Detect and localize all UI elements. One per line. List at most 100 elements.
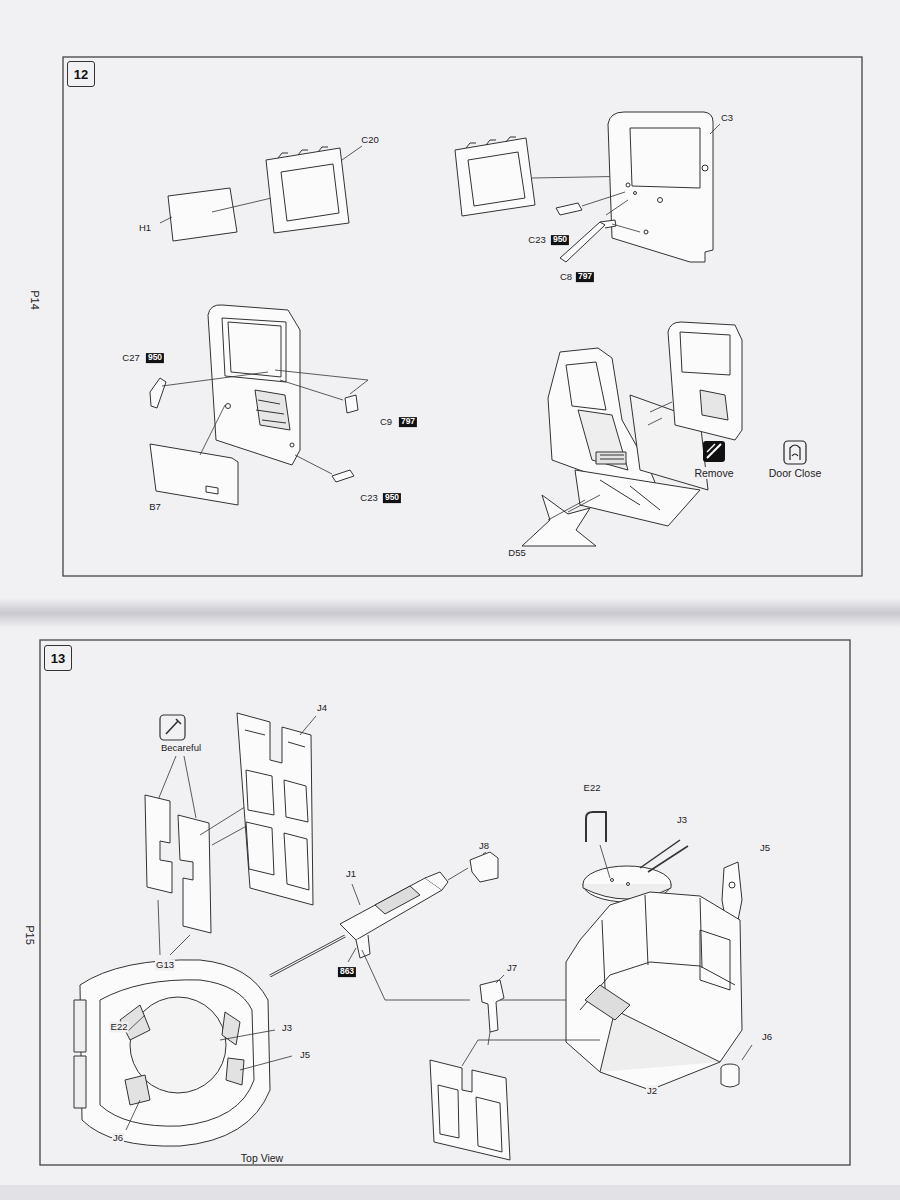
part-label: J3 <box>281 1023 293 1034</box>
part-outline <box>703 441 725 462</box>
part-outline <box>496 975 504 983</box>
part-outline <box>548 500 585 520</box>
part-outline <box>600 480 660 510</box>
part-outline <box>226 404 231 409</box>
part-outline <box>74 1000 86 1052</box>
part-outline <box>630 128 700 188</box>
part-outline <box>158 900 160 955</box>
part-outline <box>245 730 305 747</box>
part-outline <box>710 124 720 134</box>
part-outline <box>280 380 343 400</box>
part-outline <box>644 230 648 234</box>
part-outline <box>729 882 735 888</box>
part-outline <box>332 470 354 482</box>
part-outline <box>200 405 225 455</box>
part-outline <box>483 852 486 854</box>
part-outline <box>578 410 628 470</box>
part-outline <box>160 715 185 740</box>
part-outline <box>178 815 211 933</box>
part-outline <box>602 895 702 1010</box>
part-outline <box>281 164 339 221</box>
part-outline <box>350 380 368 394</box>
part-outline <box>478 1040 600 1041</box>
page-fold <box>0 598 900 628</box>
part-outline <box>582 192 625 206</box>
part-label: D55 <box>507 548 526 559</box>
part-outline <box>120 1005 244 1105</box>
part-outline <box>585 985 630 1020</box>
paint-code: 950 <box>551 235 569 245</box>
step-12-art <box>150 112 742 546</box>
part-outline <box>275 370 368 380</box>
part-outline <box>784 441 806 464</box>
part-label: E22 <box>110 1022 129 1033</box>
remove-icon <box>703 441 725 462</box>
part-outline <box>480 980 504 1032</box>
part-outline <box>150 444 238 505</box>
step-number: 13 <box>51 651 65 666</box>
door-close-icon <box>784 441 806 464</box>
part-outline <box>707 444 721 458</box>
part-label: J5 <box>299 1050 311 1061</box>
part-outline <box>640 840 688 872</box>
part-outline <box>237 713 313 905</box>
part-outline <box>586 812 606 842</box>
part-label: J3 <box>676 815 688 826</box>
part-outline <box>634 192 637 195</box>
part-outline <box>425 872 448 890</box>
step-frame <box>40 640 850 1165</box>
part-outline <box>240 1056 292 1070</box>
page-number: P14 <box>29 289 42 311</box>
part-outline <box>600 455 624 459</box>
paint-code: 797 <box>399 417 417 427</box>
part-outline <box>600 1010 720 1072</box>
paint-code: 863 <box>338 967 356 977</box>
part-label: J6 <box>112 1133 124 1144</box>
part-label: C23 <box>359 493 378 504</box>
page-sheet <box>0 628 900 1200</box>
part-outline <box>166 719 181 734</box>
part-label: C3 <box>720 113 734 124</box>
part-label: J7 <box>506 963 518 974</box>
part-outline <box>352 884 360 905</box>
part-outline <box>650 402 672 412</box>
part-outline <box>150 378 166 408</box>
part-outline <box>680 332 730 375</box>
part-outline <box>468 152 525 206</box>
part-outline <box>448 868 468 880</box>
part-label: J1 <box>345 869 357 880</box>
part-outline <box>668 322 742 440</box>
part-outline <box>184 756 196 818</box>
part-outline <box>608 112 713 262</box>
part-label: B7 <box>148 502 162 513</box>
part-label: J5 <box>759 843 771 854</box>
part-outline <box>228 322 281 377</box>
part-outline <box>470 852 498 882</box>
part-outline <box>295 455 332 474</box>
part-outline <box>790 445 800 460</box>
part-outline <box>556 203 582 215</box>
part-outline <box>658 198 663 203</box>
paint-code: 797 <box>576 272 594 282</box>
part-outline <box>100 980 254 1126</box>
part-outline <box>270 936 345 976</box>
part-outline <box>612 224 640 232</box>
part-label: J2 <box>646 1086 658 1097</box>
part-label: C23 <box>527 235 546 246</box>
part-outline <box>74 1056 86 1108</box>
part-outline <box>648 418 662 425</box>
part-outline <box>721 1068 739 1087</box>
part-outline <box>356 935 370 958</box>
part-outline <box>702 165 708 171</box>
part-outline <box>145 795 172 893</box>
part-label: C20 <box>360 135 379 146</box>
part-outline <box>255 390 290 430</box>
part-outline <box>126 1100 140 1130</box>
part-label: Becareful <box>160 743 202 754</box>
part-outline <box>158 756 176 800</box>
part-outline <box>362 950 470 1000</box>
part-outline <box>626 183 630 187</box>
part-outline <box>611 879 614 882</box>
paint-code: 950 <box>383 493 401 503</box>
